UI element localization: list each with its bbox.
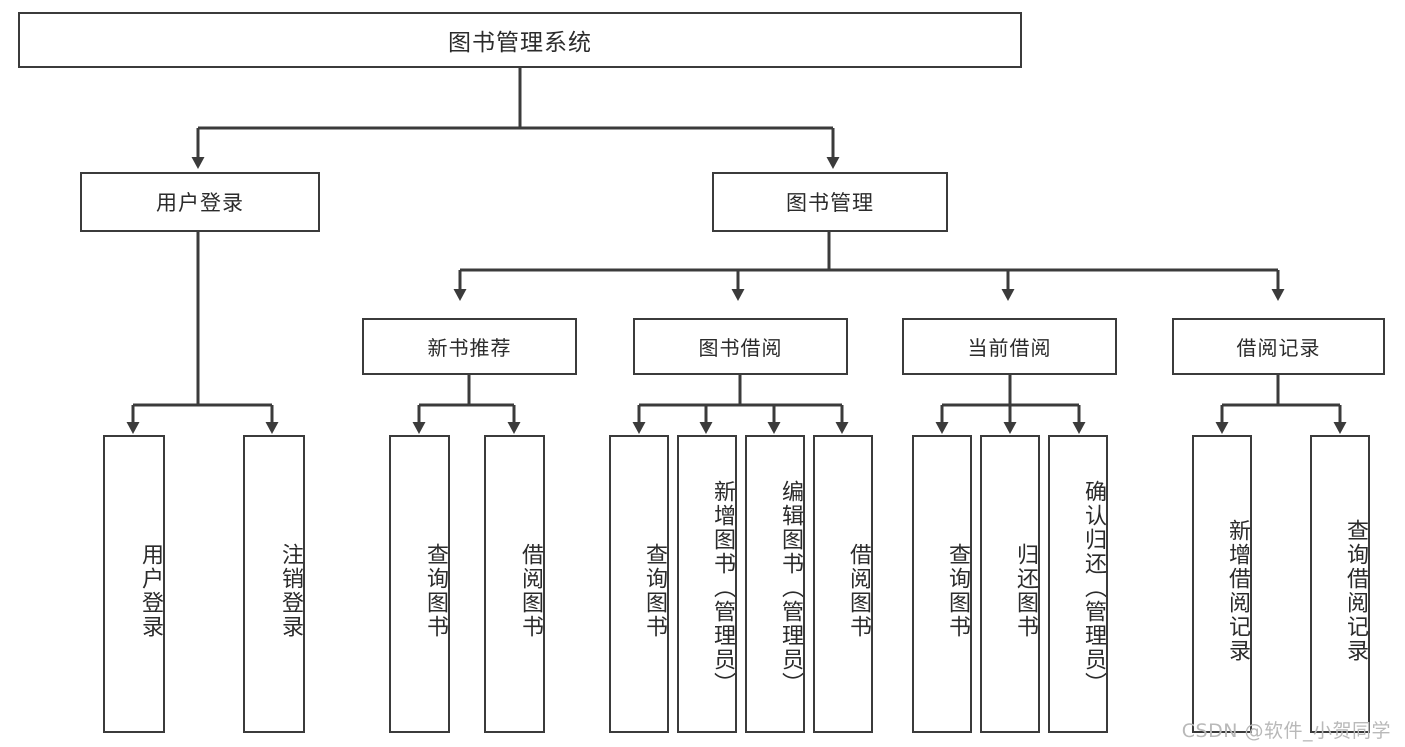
leaf-new-book-borrow[interactable]: 借阅图书 (484, 435, 545, 733)
node-root-label: 图书管理系统 (448, 30, 592, 56)
leaf-borrow-borrow-book-label: 借阅图书 (846, 543, 871, 639)
leaf-borrow-query-book-label: 查询图书 (642, 543, 667, 639)
leaf-current-return-book-label: 归还图书 (1013, 543, 1038, 639)
node-book-management-label: 图书管理 (786, 191, 874, 215)
leaf-current-return-book[interactable]: 归还图书 (980, 435, 1040, 733)
leaf-record-add[interactable]: 新增借阅记录 (1192, 435, 1252, 733)
node-root[interactable]: 图书管理系统 (18, 12, 1022, 68)
node-book-borrow-label: 图书借阅 (698, 336, 783, 360)
leaf-new-book-query[interactable]: 查询图书 (389, 435, 450, 733)
leaf-user-login-logout[interactable]: 注销登录 (243, 435, 305, 733)
leaf-record-query[interactable]: 查询借阅记录 (1310, 435, 1370, 733)
leaf-borrow-query-book[interactable]: 查询图书 (609, 435, 669, 733)
leaf-borrow-edit-book-label: 编辑图书（管理员） (778, 480, 803, 696)
leaf-user-login-login[interactable]: 用户登录 (103, 435, 165, 733)
node-user-login-label: 用户登录 (156, 191, 244, 215)
node-current-borrow-label: 当前借阅 (967, 336, 1052, 360)
leaf-borrow-borrow-book[interactable]: 借阅图书 (813, 435, 873, 733)
leaf-borrow-add-book-label: 新增图书（管理员） (710, 480, 735, 696)
leaf-user-login-login-label: 用户登录 (138, 543, 163, 639)
node-current-borrow[interactable]: 当前借阅 (902, 318, 1117, 375)
leaf-borrow-edit-book[interactable]: 编辑图书（管理员） (745, 435, 805, 733)
leaf-record-add-label: 新增借阅记录 (1225, 519, 1250, 663)
leaf-current-query-book[interactable]: 查询图书 (912, 435, 972, 733)
leaf-new-book-borrow-label: 借阅图书 (518, 543, 543, 639)
leaf-new-book-query-label: 查询图书 (423, 543, 448, 639)
leaf-current-query-book-label: 查询图书 (945, 543, 970, 639)
node-borrow-record[interactable]: 借阅记录 (1172, 318, 1385, 375)
leaf-current-confirm-return[interactable]: 确认归还（管理员） (1048, 435, 1108, 733)
leaf-user-login-logout-label: 注销登录 (278, 543, 303, 639)
leaf-borrow-add-book[interactable]: 新增图书（管理员） (677, 435, 737, 733)
node-book-management[interactable]: 图书管理 (712, 172, 948, 232)
node-new-book-recommend[interactable]: 新书推荐 (362, 318, 577, 375)
node-new-book-recommend-label: 新书推荐 (427, 336, 512, 360)
node-user-login[interactable]: 用户登录 (80, 172, 320, 232)
watermark: CSDN @软件_小贺同学 (1181, 720, 1391, 742)
node-book-borrow[interactable]: 图书借阅 (633, 318, 848, 375)
node-borrow-record-label: 借阅记录 (1236, 336, 1321, 360)
leaf-current-confirm-return-label: 确认归还（管理员） (1081, 480, 1106, 696)
leaf-record-query-label: 查询借阅记录 (1343, 519, 1368, 663)
